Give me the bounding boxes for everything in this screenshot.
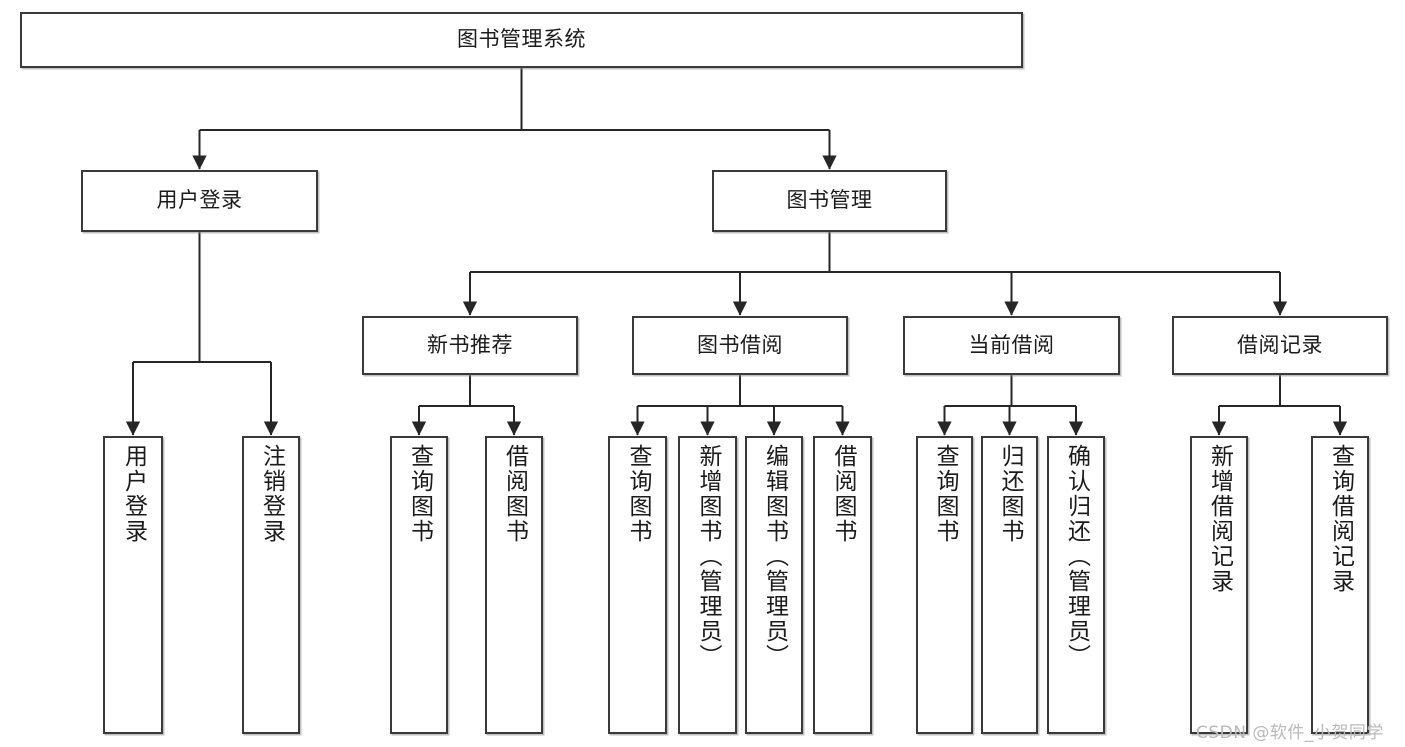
node-label: 借阅图书 [830,444,856,544]
node-label: 查询图书 [932,444,958,544]
node-b_edit: 编辑图书（管理员） [745,436,803,734]
node-label: 用户登录 [156,188,243,213]
node-l_login: 用户登录 [103,436,163,734]
node-r_query: 查询借阅记录 [1311,436,1369,734]
node-label: 编辑图书（管理员） [761,444,788,669]
node-label: 借阅记录 [1237,332,1323,357]
node-label: 新书推荐 [427,332,513,357]
node-root: 图书管理系统 [20,12,1023,68]
node-label: 用户登录 [120,444,147,544]
node-label: 图书管理 [786,188,873,213]
node-b_lend: 借阅图书 [813,436,872,734]
node-n_query: 查询图书 [390,436,448,734]
node-label: 查询图书 [406,444,433,544]
node-r_add: 新增借阅记录 [1190,436,1248,734]
node-label: 注销登录 [258,444,285,544]
node-label: 新增图书（管理员） [695,444,721,669]
node-n_borrow: 借阅图书 [485,436,543,734]
node-records: 借阅记录 [1172,316,1388,375]
node-label: 查询图书 [625,444,651,544]
node-newbook: 新书推荐 [362,316,578,375]
node-bookmgmt: 图书管理 [712,170,947,232]
node-current: 当前借阅 [903,316,1120,375]
node-b_add: 新增图书（管理员） [678,436,737,734]
node-label: 归还图书 [997,444,1023,544]
node-label: 借阅图书 [501,444,528,544]
node-label: 查询借阅记录 [1327,444,1354,594]
node-login: 用户登录 [81,170,318,232]
node-borrow: 图书借阅 [632,316,848,375]
node-c_return: 归还图书 [981,436,1038,734]
node-label: 当前借阅 [968,332,1055,357]
node-c_query: 查询图书 [916,436,973,734]
node-b_query: 查询图书 [608,436,667,734]
node-c_confirm: 确认归还（管理员） [1047,436,1105,734]
node-label: 图书借阅 [697,332,783,357]
node-label: 图书管理系统 [457,27,586,52]
node-l_logout: 注销登录 [242,436,300,734]
node-label: 新增借阅记录 [1206,444,1233,594]
node-label: 确认归还（管理员） [1063,444,1090,669]
